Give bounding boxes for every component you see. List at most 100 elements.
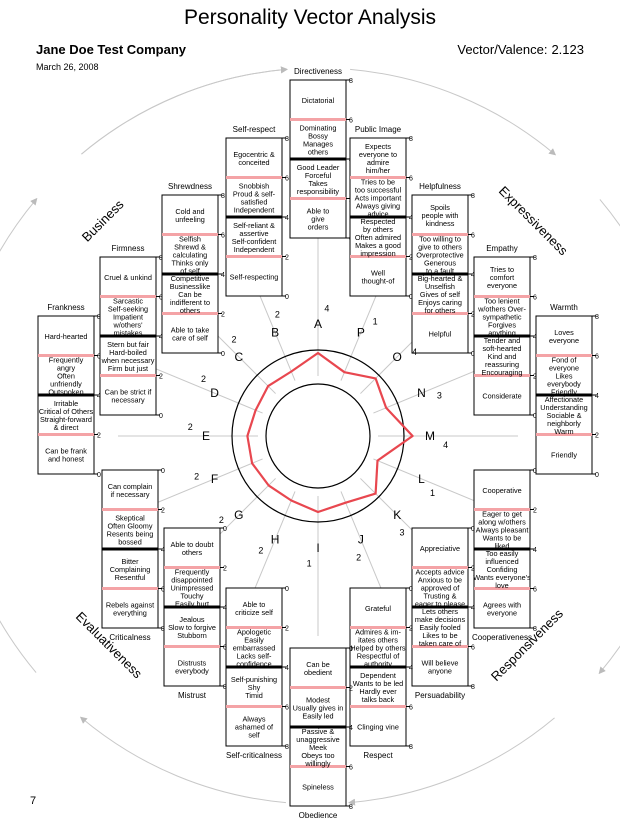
scale-item-line: bossed xyxy=(118,537,142,546)
scale-number: 4 xyxy=(409,665,413,672)
vector-valence-label: Vector/Valence: xyxy=(457,42,548,57)
scale-number: 6 xyxy=(533,587,537,594)
scale-item-line: Will believe xyxy=(422,658,459,667)
scale-item-line: by others xyxy=(363,225,393,234)
scale-item: Dictatorial xyxy=(302,96,335,105)
scale-item-line: make decisions xyxy=(415,615,466,624)
scale-item-line: Snobbish xyxy=(239,181,269,190)
scale-item-line: eager to please xyxy=(415,599,465,608)
scale-item-line: Critical of Others xyxy=(39,407,94,416)
scale-item-line: Understanding xyxy=(540,403,587,412)
category-label: Frankness xyxy=(47,303,84,312)
scale-item-line: necessary xyxy=(111,395,145,404)
scale-number: 8 xyxy=(533,626,537,633)
scale-item-line: comfort xyxy=(490,273,514,282)
scale-number: 0 xyxy=(285,586,289,593)
scale-number: 2 xyxy=(285,255,289,262)
scale-item-line: Easily hurt xyxy=(175,599,209,608)
scale-number: 4 xyxy=(533,334,537,341)
scale-item-line: impression xyxy=(360,249,395,258)
scale-item-line: Skeptical xyxy=(115,513,145,522)
scale-item-line: him/her xyxy=(366,166,391,175)
scale-item: Appreciative xyxy=(420,544,460,553)
scale-item-line: Generous xyxy=(424,258,456,267)
scale-item-line: Lets others xyxy=(422,607,458,616)
company-name: Jane Doe Test Company xyxy=(36,42,187,57)
scale-number: 6 xyxy=(595,354,599,361)
scale-number: 0 xyxy=(349,646,353,653)
scale-item-line: approved of xyxy=(421,583,461,592)
scale-item-line: Spineless xyxy=(302,782,334,791)
scale-number: 0 xyxy=(97,472,101,479)
scale-item-line: care of self xyxy=(172,333,209,342)
category-label: Self-respect xyxy=(233,125,276,134)
outer-ring-arc xyxy=(81,66,288,155)
scale-item-line: anything xyxy=(488,328,516,337)
scale-item-line: sympathetic xyxy=(483,312,522,321)
scale-item-line: Able to doubt xyxy=(170,540,213,549)
scale-item-line: Likes xyxy=(555,371,572,380)
scale-number: 4 xyxy=(285,665,289,672)
outer-ring-arc xyxy=(598,645,620,675)
scale-number: 8 xyxy=(595,314,599,321)
scale-number: 4 xyxy=(223,605,227,612)
page-number: 7 xyxy=(30,795,37,807)
scale-item-line: embarrassed xyxy=(233,643,276,652)
scale-item: Cruel & unkind xyxy=(104,273,152,282)
scale-item-line: calculating xyxy=(173,250,207,259)
scale-item-line: Independent xyxy=(234,205,275,214)
scale-item-line: Unselfish xyxy=(425,282,455,291)
scale-item-line: Always pleasant xyxy=(476,525,529,534)
scale-item: Egocentric &conceited xyxy=(233,150,275,167)
scale-item-line: everybody xyxy=(175,666,209,675)
axis-letter-b: B xyxy=(271,326,279,340)
scale-item-line: too successful xyxy=(355,185,402,194)
scale-item-line: Businesslike xyxy=(170,282,211,291)
scale-item-line: Loves xyxy=(554,328,574,337)
radar-chart xyxy=(231,349,414,523)
scale-number: 0 xyxy=(595,472,599,479)
category-label: Persuadability xyxy=(415,691,465,700)
scale-item-line: Bossy xyxy=(308,131,328,140)
scale-item-line: Wants to be led xyxy=(353,679,403,688)
scale-item-line: assertive xyxy=(239,229,268,238)
axis-value-o: 4 xyxy=(412,347,417,357)
category-label: Directiveness xyxy=(294,67,342,76)
scale-number: 4 xyxy=(285,215,289,222)
scale-number: 2 xyxy=(223,566,227,573)
scale-number: 8 xyxy=(97,314,101,321)
scale-item-line: Shrewd & xyxy=(174,242,206,251)
scale-item-line: Encouraging xyxy=(482,368,523,377)
scale-item-line: Sociable & xyxy=(547,411,582,420)
scale-item-line: responsibility xyxy=(297,187,340,196)
scale-item-line: Accepts advice xyxy=(415,567,464,576)
scale-item-line: Enjoys caring xyxy=(418,298,462,307)
scale-item-line: love xyxy=(495,581,508,590)
scale-number: 0 xyxy=(161,468,165,475)
scale-item-line: Lacks self- xyxy=(237,651,272,660)
scale-item-line: everyone xyxy=(487,608,517,617)
scale-item-line: Overprotective xyxy=(416,250,463,259)
scale-item-line: Takes xyxy=(308,179,327,188)
scale-item-line: Acts important xyxy=(355,193,402,202)
scale-item-line: Easily led xyxy=(302,711,333,720)
scale-number: 4 xyxy=(161,547,165,554)
scale-item-line: Affectionate xyxy=(545,395,583,404)
scale-number: 4 xyxy=(471,605,475,612)
scale-item-line: angry xyxy=(57,363,76,372)
vector-valence-value: 2.123 xyxy=(551,42,584,57)
scale-item-line: w/others' xyxy=(113,320,144,329)
